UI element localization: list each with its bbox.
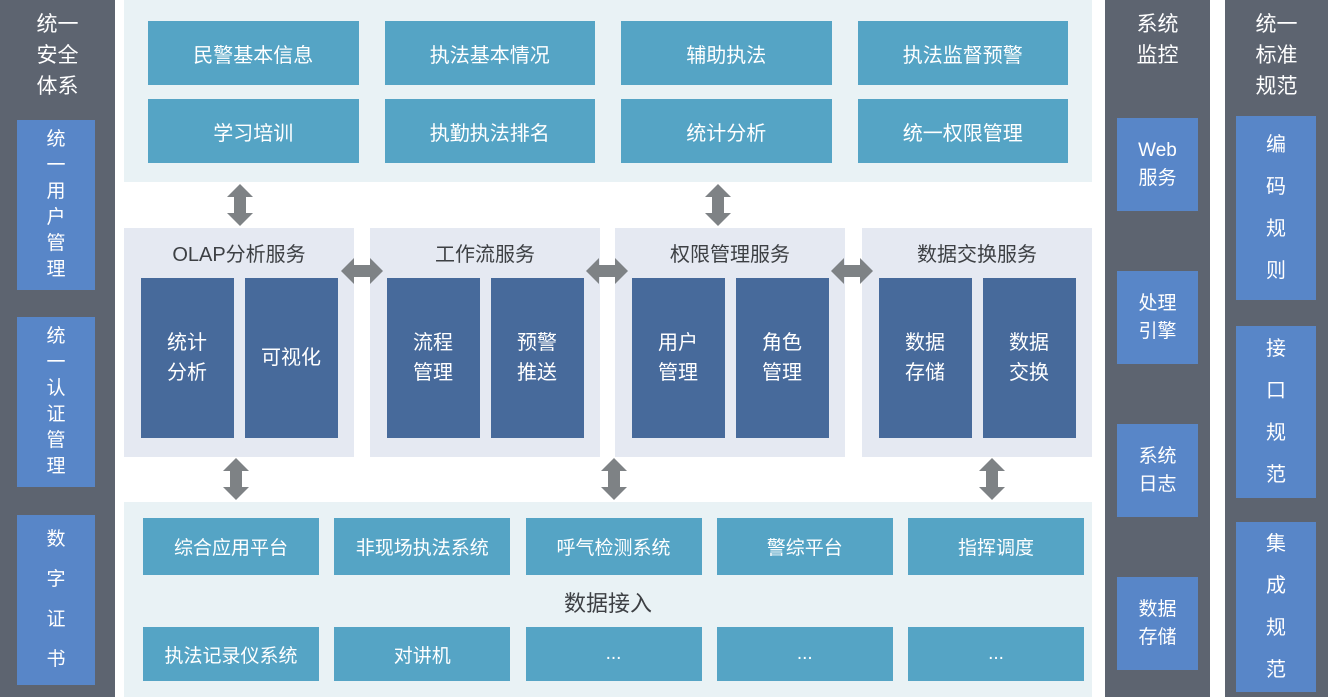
service-modules: 数据 存储 数据 交换 — [862, 278, 1092, 438]
service-panel-workflow: 工作流服务 流程 管理 预警 推送 — [370, 228, 600, 457]
module-statistics-analysis: 统计 分析 — [140, 278, 234, 438]
app-block-assist-enforcement: 辅助执法 — [621, 21, 832, 85]
app-block-duty-ranking: 执勤执法排名 — [384, 99, 595, 163]
source-app-platform: 综合应用平台 — [143, 518, 319, 575]
module-data-storage: 数据 存储 — [878, 278, 972, 438]
main-column: 民警基本信息 执法基本情况 辅助执法 执法监督预警 学习培训 执勤执法排名 统计… — [124, 0, 1092, 697]
source-ellipsis: ... — [525, 627, 702, 681]
sidebar-standards: 统一 标准 规范 编 码 规 则 接 口 规 范 集 成 规 范 — [1225, 0, 1328, 697]
double-arrow-vertical-icon — [978, 458, 1006, 500]
double-arrow-horizontal-icon — [341, 257, 383, 285]
module-user-mgmt: 用户 管理 — [631, 278, 725, 438]
service-modules: 统计 分析 可视化 — [124, 278, 354, 438]
data-source-row-2: 执法记录仪系统 对讲机 ... ... ... — [143, 627, 1084, 681]
standards-item-coding-rules: 编 码 规 则 — [1236, 116, 1316, 300]
source-intercom: 对讲机 — [334, 627, 511, 681]
double-arrow-horizontal-icon — [831, 257, 873, 285]
double-arrow-vertical-icon — [600, 458, 628, 500]
data-access-section: 综合应用平台 非现场执法系统 呼气检测系统 警综平台 指挥调度 数据接入 执法记… — [124, 502, 1092, 697]
service-panel-olap: OLAP分析服务 统计 分析 可视化 — [124, 228, 354, 457]
service-modules: 用户 管理 角色 管理 — [615, 278, 845, 438]
application-grid: 民警基本信息 执法基本情况 辅助执法 执法监督预警 学习培训 执勤执法排名 统计… — [124, 0, 1092, 163]
module-data-exchange: 数据 交换 — [982, 278, 1076, 438]
double-arrow-horizontal-icon — [586, 257, 628, 285]
sidebar-security-title: 统一 安全 体系 — [36, 13, 79, 98]
services-section: OLAP分析服务 统计 分析 可视化 工作流服务 流程 管理 预警 推送 权限管… — [124, 228, 1092, 457]
monitor-item-system-log: 系统 日志 — [1117, 424, 1198, 517]
source-breath-test: 呼气检测系统 — [525, 518, 702, 575]
app-block-enforcement-basic: 执法基本情况 — [384, 21, 595, 85]
source-offsite-enforcement: 非现场执法系统 — [334, 518, 511, 575]
double-arrow-vertical-icon — [222, 458, 250, 500]
double-arrow-vertical-icon — [226, 184, 254, 226]
service-panel-title: OLAP分析服务 — [172, 244, 306, 266]
app-block-police-basic-info: 民警基本信息 — [148, 21, 359, 85]
monitor-item-data-storage: 数据 存储 — [1117, 577, 1198, 670]
source-body-camera: 执法记录仪系统 — [143, 627, 319, 681]
service-panel-title: 工作流服务 — [435, 244, 535, 266]
source-police-platform: 警综平台 — [716, 518, 893, 575]
standards-item-integration-spec: 集 成 规 范 — [1236, 522, 1316, 692]
sidebar-monitor: 系统 监控 Web 服务 处理 引擎 系统 日志 数据 存储 — [1105, 0, 1210, 697]
source-ellipsis: ... — [716, 627, 893, 681]
application-section: 民警基本信息 执法基本情况 辅助执法 执法监督预警 学习培训 执勤执法排名 统计… — [124, 0, 1092, 182]
app-block-supervision-warning: 执法监督预警 — [857, 21, 1068, 85]
module-role-mgmt: 角色 管理 — [735, 278, 829, 438]
data-source-row-1: 综合应用平台 非现场执法系统 呼气检测系统 警综平台 指挥调度 — [143, 518, 1084, 575]
source-command-dispatch: 指挥调度 — [908, 518, 1084, 575]
app-block-statistics: 统计分析 — [621, 99, 832, 163]
monitor-item-processing-engine: 处理 引擎 — [1117, 271, 1198, 364]
sidebar-security-item-auth-mgmt: 统 一 认 证 管 理 — [17, 317, 95, 487]
double-arrow-vertical-icon — [704, 184, 732, 226]
sidebar-security: 统一 安全 体系 统 一 用 户 管 理 统 一 认 证 管 理 数 字 证 书 — [0, 0, 115, 697]
sidebar-standards-title: 统一 标准 规范 — [1255, 13, 1298, 98]
sidebar-security-item-digital-cert: 数 字 证 书 — [17, 515, 95, 685]
monitor-item-web-service: Web 服务 — [1117, 118, 1198, 211]
service-panel-title: 权限管理服务 — [670, 244, 790, 266]
source-ellipsis: ... — [908, 627, 1084, 681]
module-process-mgmt: 流程 管理 — [386, 278, 480, 438]
module-visualization: 可视化 — [244, 278, 338, 438]
sidebar-security-item-user-mgmt: 统 一 用 户 管 理 — [17, 120, 95, 290]
app-block-permission-mgmt: 统一权限管理 — [857, 99, 1068, 163]
app-block-learning-training: 学习培训 — [148, 99, 359, 163]
module-warning-push: 预警 推送 — [490, 278, 584, 438]
standards-item-interface-spec: 接 口 规 范 — [1236, 326, 1316, 498]
sidebar-monitor-title: 系统 监控 — [1136, 13, 1179, 67]
service-modules: 流程 管理 预警 推送 — [370, 278, 600, 438]
data-access-label: 数据接入 — [563, 591, 652, 616]
service-panel-data-exchange: 数据交换服务 数据 存储 数据 交换 — [862, 228, 1092, 457]
service-panel-permission: 权限管理服务 用户 管理 角色 管理 — [615, 228, 845, 457]
service-panel-title: 数据交换服务 — [917, 244, 1037, 266]
